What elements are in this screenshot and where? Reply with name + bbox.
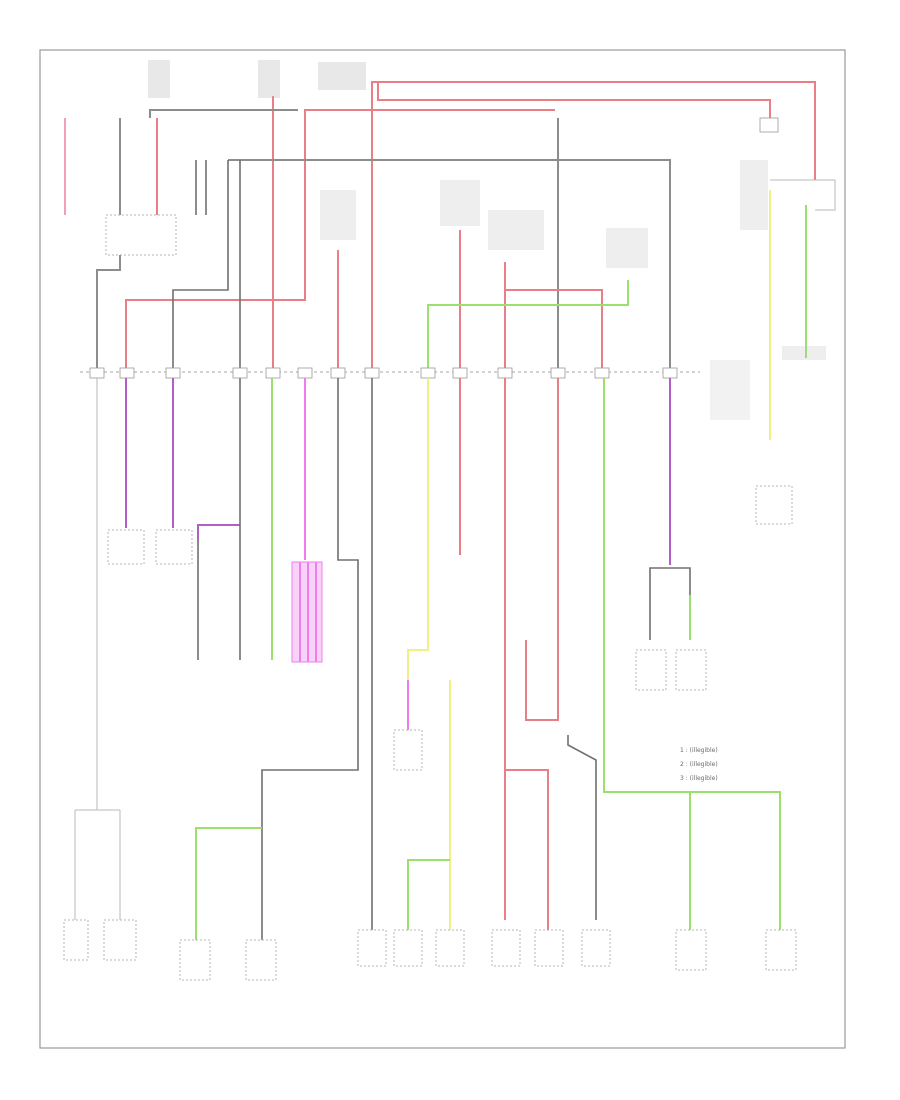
component-bottom-12 (765, 929, 797, 971)
connector-row (89, 367, 678, 379)
wire-purple-3 (197, 524, 240, 540)
wire-red-center-branch (505, 769, 549, 930)
connector-c4 (232, 367, 248, 379)
wire-red-center-3 (525, 378, 559, 721)
wire-red-top-feed-2 (377, 82, 771, 120)
component-bottom-7 (435, 929, 465, 967)
component-bottom-4 (245, 939, 277, 981)
source-label-2 (258, 60, 280, 98)
component-bottom-11 (675, 929, 707, 971)
mid-label-2 (440, 180, 480, 226)
connector-c11 (497, 367, 513, 379)
right-connector-top (759, 117, 779, 133)
component-bottom-2 (103, 919, 137, 961)
connector-c13 (594, 367, 610, 379)
source-label-1 (148, 60, 170, 98)
diagram-frame (39, 49, 846, 1049)
connector-c7 (330, 367, 346, 379)
mid-label-1 (320, 190, 356, 240)
component-bottom-10 (581, 929, 611, 967)
wire-red-loop (125, 109, 555, 372)
source-label-3 (318, 62, 366, 90)
top-feeds (64, 60, 816, 372)
connector-c6 (297, 367, 313, 379)
wire-red-top-feed (371, 81, 816, 180)
wire-green-lower-2 (195, 827, 262, 940)
wire-red-mid-branch (505, 289, 603, 372)
component-right-2 (675, 649, 707, 691)
wire-gray-left-drop (96, 255, 121, 372)
left-relay-block (105, 214, 177, 256)
component-bottom-6 (393, 929, 423, 967)
component-mid-2 (155, 529, 193, 565)
connector-c3 (165, 367, 181, 379)
lower-branches (63, 378, 797, 981)
wire-black-switch (567, 735, 597, 920)
component-center-box (393, 729, 423, 771)
legend-item-2: 2 : (illegible) (680, 761, 718, 768)
mid-label-3 (488, 210, 544, 250)
wire-green-mid (427, 280, 629, 372)
connector-c10 (452, 367, 468, 379)
component-right-1 (635, 649, 667, 691)
component-bottom-8 (491, 929, 521, 967)
legend-item-1: 1 : (illegible) (680, 747, 718, 754)
wire-green-right-long (603, 378, 781, 930)
mid-feeds (320, 180, 648, 372)
right-module (710, 117, 836, 525)
right-label-1 (740, 160, 768, 230)
component-mid-1 (107, 529, 145, 565)
right-switch (770, 179, 836, 211)
right-label-2 (782, 346, 826, 360)
wire-gray-horizontal (228, 159, 671, 372)
component-bottom-3 (179, 939, 211, 981)
wire-green-center (407, 859, 450, 930)
connector-c12 (550, 367, 566, 379)
connector-c9 (420, 367, 436, 379)
wire-black-right-split (649, 567, 691, 640)
connector-c2 (119, 367, 135, 379)
mid-label-4 (606, 228, 648, 268)
wire-yellow-center (407, 378, 429, 680)
wire-black-drop-2 (172, 160, 229, 372)
legend: 1 : (illegible) 2 : (illegible) 3 : (ill… (680, 747, 718, 782)
connector-c5 (265, 367, 281, 379)
connector-c8 (364, 367, 380, 379)
legend-item-3: 3 : (illegible) (680, 775, 718, 782)
right-sensor (755, 485, 793, 525)
component-bottom-5 (357, 929, 387, 967)
component-bottom-9 (534, 929, 564, 967)
right-label-3 (710, 360, 750, 420)
wire-black-long (261, 378, 359, 940)
component-bottom-1 (63, 919, 89, 961)
connector-c1 (89, 367, 105, 379)
connector-c14 (662, 367, 678, 379)
wire-gray-top (149, 109, 298, 118)
